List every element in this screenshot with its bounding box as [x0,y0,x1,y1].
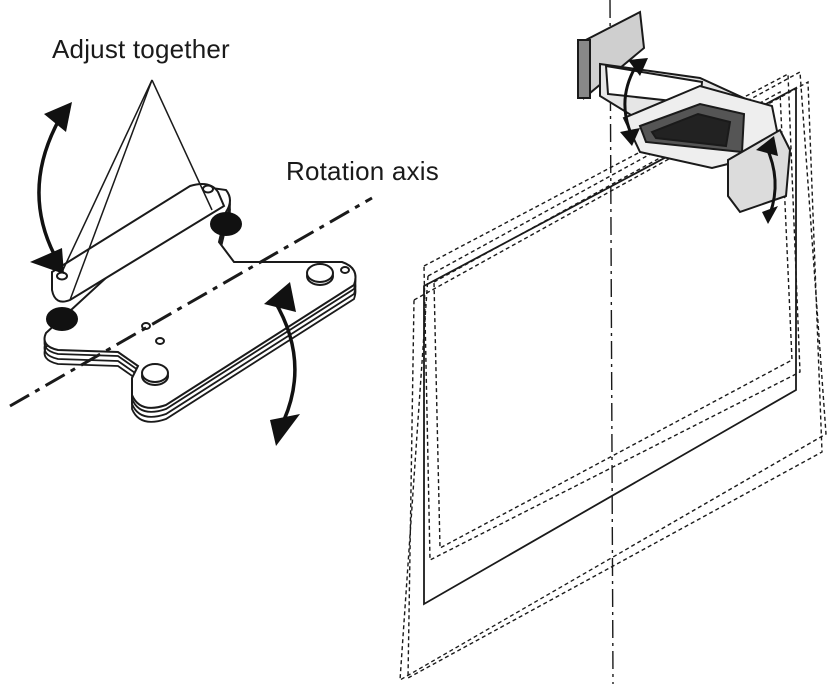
curved-double-arrow-icon [264,282,300,446]
mounting-plate-icon [43,183,357,423]
rotation-axis-label: Rotation axis [286,156,439,186]
label-pointer-lines [61,79,213,301]
curved-double-arrow-icon [30,102,72,274]
vertical-center-line [609,0,614,685]
curved-double-arrow-icon [620,58,778,224]
adjustment-knob-icon [46,212,242,331]
wall-mount-icon [576,10,792,214]
rotation-axis-line [9,196,373,408]
adjust-together-label: Adjust together [52,34,230,64]
